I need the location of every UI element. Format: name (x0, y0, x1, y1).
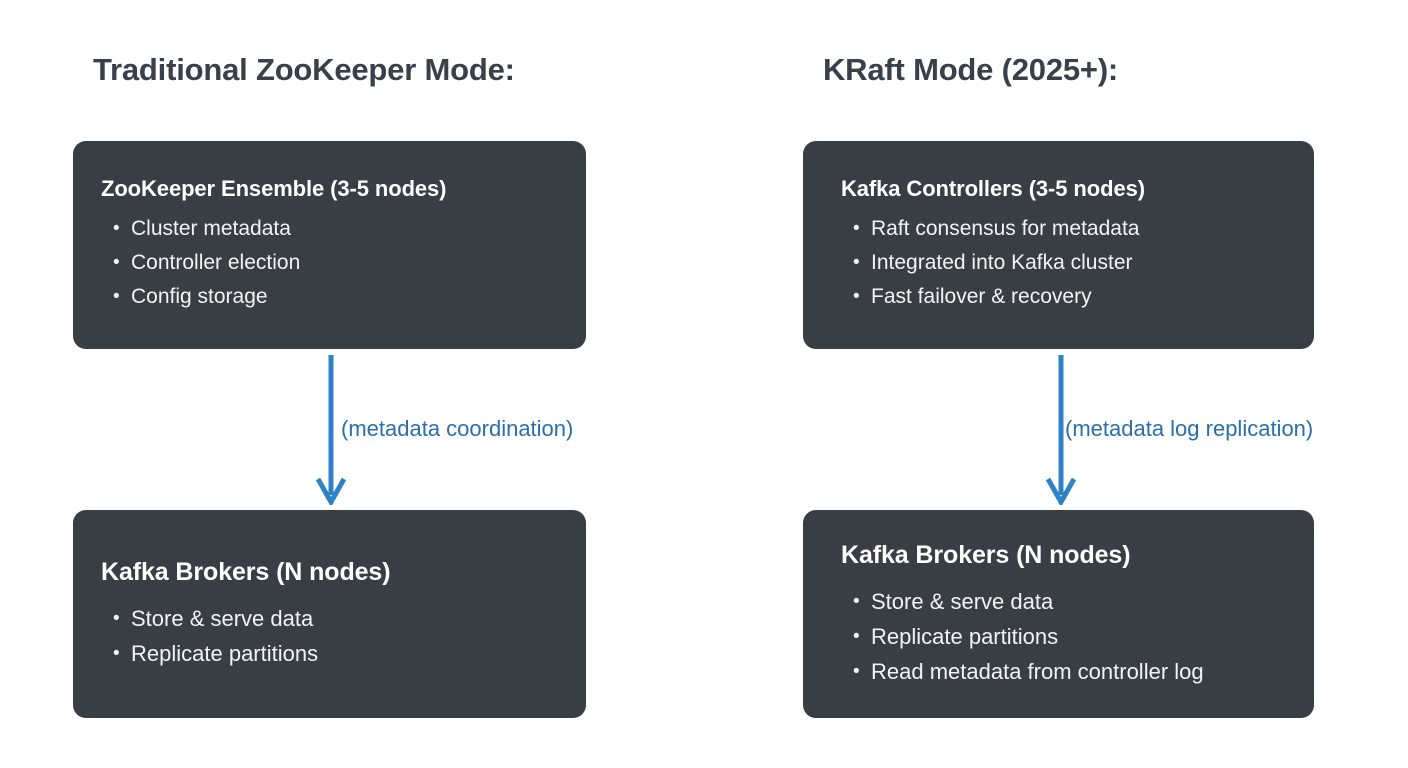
list-item: Replicate partitions (113, 636, 558, 671)
node-title-kafka-brokers-right: Kafka Brokers (N nodes) (841, 540, 1131, 569)
node-box-zookeeper-ensemble: ZooKeeper Ensemble (3-5 nodes) Cluster m… (73, 141, 586, 349)
list-item: Config storage (113, 280, 558, 314)
node-title-kafka-brokers-left: Kafka Brokers (N nodes) (101, 558, 391, 586)
list-item: Integrated into Kafka cluster (853, 246, 1276, 280)
list-item: Raft consensus for metadata (853, 212, 1276, 246)
arrow-down-icon-metadata-log-replication (1046, 355, 1076, 505)
node-box-kafka-controllers: Kafka Controllers (3-5 nodes) Raft conse… (803, 141, 1314, 349)
arrow-down-icon-metadata-coordination (316, 355, 346, 505)
column-heading-right: KRaft Mode (2025+): (823, 52, 1119, 87)
list-item: Controller election (113, 246, 558, 280)
bullet-list-kafka-brokers-left: Store & serve data Replicate partitions (101, 601, 558, 671)
column-traditional-zookeeper-mode: Traditional ZooKeeper Mode: ZooKeeper En… (73, 0, 693, 768)
arrow-label-metadata-log-replication: (metadata log replication) (1065, 416, 1314, 441)
node-box-kafka-brokers-left: Kafka Brokers (N nodes) Store & serve da… (73, 510, 586, 718)
list-item: Read metadata from controller log (853, 654, 1276, 689)
list-item: Cluster metadata (113, 212, 558, 246)
bullet-list-kafka-controllers: Raft consensus for metadata Integrated i… (841, 212, 1276, 314)
list-item: Store & serve data (113, 601, 558, 636)
column-kraft-mode: KRaft Mode (2025+): Kafka Controllers (3… (803, 0, 1408, 768)
node-title-zookeeper-ensemble: ZooKeeper Ensemble (3-5 nodes) (101, 175, 447, 201)
bullet-list-zookeeper-ensemble: Cluster metadata Controller election Con… (101, 212, 558, 314)
list-item: Fast failover & recovery (853, 280, 1276, 314)
node-title-kafka-controllers: Kafka Controllers (3-5 nodes) (841, 175, 1145, 201)
list-item: Store & serve data (853, 584, 1276, 619)
arrow-label-metadata-coordination: (metadata coordination) (341, 416, 574, 441)
list-item: Replicate partitions (853, 619, 1276, 654)
bullet-list-kafka-brokers-right: Store & serve data Replicate partitions … (841, 584, 1276, 689)
column-heading-left: Traditional ZooKeeper Mode: (93, 52, 515, 87)
node-box-kafka-brokers-right: Kafka Brokers (N nodes) Store & serve da… (803, 510, 1314, 718)
